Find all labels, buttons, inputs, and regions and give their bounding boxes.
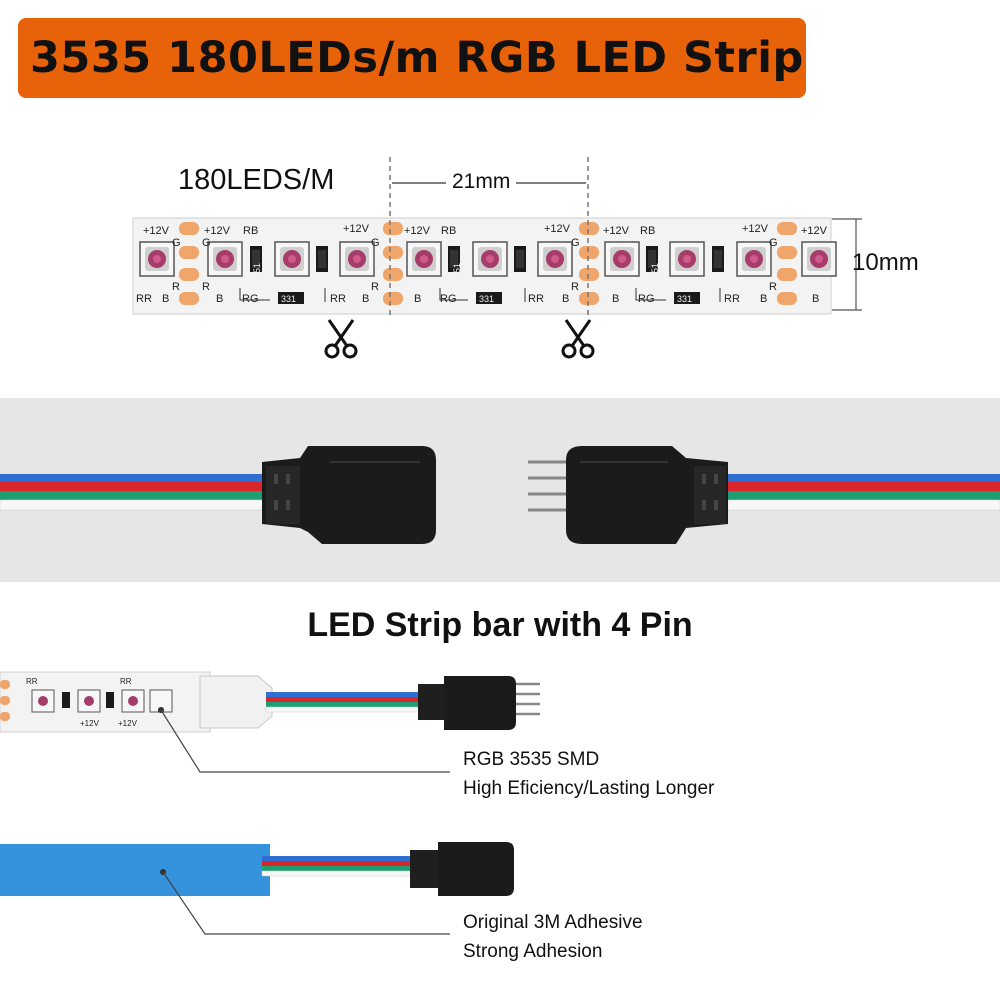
- svg-text:+12V: +12V: [80, 719, 100, 728]
- svg-text:151: 151: [252, 263, 262, 278]
- svg-text:R: R: [172, 281, 180, 293]
- svg-text:+12V: +12V: [118, 719, 138, 728]
- svg-text:RG: RG: [638, 293, 655, 305]
- svg-text:+12V: +12V: [204, 225, 231, 237]
- svg-text:B: B: [216, 293, 223, 305]
- strip-with-connector: RR RR +12V +12V: [0, 671, 540, 733]
- svg-text:RG: RG: [440, 293, 457, 305]
- female-connector-icon: [410, 842, 514, 896]
- male-connector-icon: [418, 676, 540, 730]
- feature-smd-line1: RGB 3535 SMD: [463, 749, 600, 770]
- svg-text:B: B: [162, 293, 169, 305]
- feature-smd-line2: High Eficiency/Lasting Longer: [463, 778, 715, 799]
- feature-adhesive-line2: Strong Adhesion: [463, 941, 603, 962]
- silicone-end-cap: [199, 675, 273, 729]
- strip-markings: +12V +12V +12V +12V +12V +12V +12V +12V …: [136, 223, 828, 305]
- strip-width-label: 10mm: [852, 249, 919, 276]
- solder-pads: [179, 222, 797, 305]
- svg-text:B: B: [562, 293, 569, 305]
- scissors-icon: [324, 319, 358, 359]
- svg-text:G: G: [769, 237, 778, 249]
- svg-text:+12V: +12V: [603, 225, 630, 237]
- adhesive-strip: [0, 842, 514, 896]
- connector-section-title: LED Strip bar with 4 Pin: [307, 606, 693, 644]
- wire-bundle-right: [727, 474, 1000, 511]
- svg-text:151: 151: [452, 263, 462, 278]
- cut-pitch-label: 21mm: [446, 170, 517, 194]
- silkscreen-traces: [239, 288, 721, 302]
- svg-text:+12V: +12V: [801, 225, 828, 237]
- svg-text:RB: RB: [640, 225, 655, 237]
- svg-text:RB: RB: [441, 225, 456, 237]
- svg-text:RR: RR: [120, 677, 132, 686]
- feature-adhesive-line1: Original 3M Adhesive: [463, 912, 643, 933]
- svg-text:B: B: [612, 293, 619, 305]
- svg-text:RR: RR: [136, 293, 152, 305]
- svg-text:331: 331: [677, 294, 692, 304]
- svg-text:G: G: [371, 237, 380, 249]
- svg-text:RR: RR: [724, 293, 740, 305]
- svg-text:331: 331: [281, 294, 296, 304]
- svg-text:B: B: [362, 293, 369, 305]
- strip-markings-small: RR RR +12V +12V: [26, 677, 138, 728]
- svg-text:331: 331: [479, 294, 494, 304]
- led-strip-top: +12V +12V +12V +12V +12V +12V +12V +12V …: [132, 217, 837, 315]
- svg-text:RB: RB: [243, 225, 258, 237]
- svg-text:R: R: [769, 281, 777, 293]
- svg-text:+12V: +12V: [404, 225, 431, 237]
- page-title: 3535 180LEDs/m RGB LED Strip: [30, 33, 804, 83]
- svg-text:R: R: [202, 281, 210, 293]
- female-connector-icon: [262, 446, 436, 544]
- svg-text:+12V: +12V: [343, 223, 370, 235]
- svg-text:R: R: [571, 281, 579, 293]
- adhesive-tape: [0, 844, 270, 896]
- svg-text:+12V: +12V: [544, 223, 571, 235]
- male-connector-icon: [528, 446, 728, 544]
- svg-text:+12V: +12V: [742, 223, 769, 235]
- svg-text:RR: RR: [330, 293, 346, 305]
- svg-text:G: G: [172, 237, 181, 249]
- svg-text:B: B: [812, 293, 819, 305]
- svg-text:RR: RR: [26, 677, 38, 686]
- feature-smd: RGB 3535 SMD High Eficiency/Lasting Long…: [463, 745, 714, 803]
- svg-text:G: G: [202, 237, 211, 249]
- svg-text:B: B: [414, 293, 421, 305]
- svg-text:RG: RG: [242, 293, 259, 305]
- callout-leader-2: [160, 869, 450, 935]
- svg-text:R: R: [371, 281, 379, 293]
- feature-adhesive: Original 3M Adhesive Strong Adhesion: [463, 908, 643, 966]
- svg-text:151: 151: [650, 263, 660, 278]
- svg-text:B: B: [760, 293, 767, 305]
- density-label: 180LEDS/M: [178, 164, 335, 196]
- svg-text:G: G: [571, 237, 580, 249]
- title-banner: 3535 180LEDs/m RGB LED Strip: [18, 18, 806, 98]
- callout-leader-1: [158, 707, 450, 773]
- marking-power: +12V: [143, 225, 170, 237]
- wire-bundle-left: [0, 474, 271, 511]
- svg-text:RR: RR: [528, 293, 544, 305]
- wire-bundle-tape: [261, 856, 423, 877]
- wire-bundle-small: [265, 692, 423, 713]
- scissors-icon: [561, 319, 595, 359]
